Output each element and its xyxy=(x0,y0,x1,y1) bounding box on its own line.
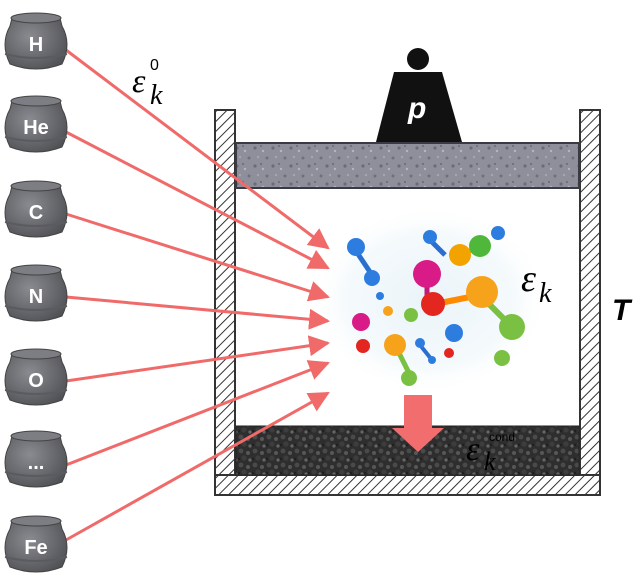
molecule-atom xyxy=(384,334,406,356)
molecule-atom xyxy=(413,260,441,288)
piston xyxy=(235,142,580,189)
element-pots: H HeC N O... Fe xyxy=(4,12,68,573)
molecule-atom xyxy=(383,306,393,316)
molecule-atom xyxy=(356,339,370,353)
svg-text:k: k xyxy=(484,447,496,476)
molecule-atom xyxy=(364,270,380,286)
element-symbol: N xyxy=(29,286,43,308)
input-arrow xyxy=(65,360,330,467)
svg-text:0: 0 xyxy=(150,57,159,74)
input-arrow xyxy=(65,391,330,542)
molecule-atom xyxy=(469,235,491,257)
svg-text:ε: ε xyxy=(466,431,480,468)
pot-band xyxy=(4,53,68,59)
molecules xyxy=(347,226,525,386)
molecule-atom xyxy=(466,276,498,308)
molecule-atom xyxy=(428,356,436,364)
element-symbol: ... xyxy=(28,452,45,474)
weight: p xyxy=(376,48,462,142)
input-arrow xyxy=(65,130,330,270)
pressure-label: p xyxy=(407,92,426,125)
weight-knob xyxy=(407,48,429,70)
pot-band xyxy=(4,221,68,227)
element-symbol: O xyxy=(28,370,44,392)
input-arrow xyxy=(65,335,331,383)
molecule-atom xyxy=(401,370,417,386)
svg-text:cond: cond xyxy=(489,430,515,444)
container-bottom-wall xyxy=(214,474,601,496)
element-symbol: He xyxy=(23,117,49,139)
input-arrow xyxy=(65,295,331,330)
pot-band xyxy=(4,136,68,142)
element-symbol: C xyxy=(29,202,43,224)
epsilon-gas-label: ε k xyxy=(521,258,552,309)
element-pot: Fe xyxy=(4,515,68,573)
element-symbol: Fe xyxy=(24,537,47,559)
svg-text:ε: ε xyxy=(521,258,536,300)
molecule-atom xyxy=(444,348,454,358)
epsilon-initial-label: ε k 0 xyxy=(132,57,163,111)
molecule-atom xyxy=(499,314,525,340)
svg-text:k: k xyxy=(539,278,552,309)
svg-text:ε: ε xyxy=(132,63,146,100)
element-pot: C xyxy=(4,180,68,238)
element-pot: N xyxy=(4,264,68,322)
molecule-atom xyxy=(491,226,505,240)
element-pot: He xyxy=(4,95,68,153)
condensation-arrow xyxy=(392,395,444,452)
container-right-wall xyxy=(579,109,601,496)
svg-text:k: k xyxy=(150,80,163,111)
input-arrow xyxy=(65,48,330,250)
molecule-atom xyxy=(423,230,437,244)
molecule-atom xyxy=(415,338,425,348)
pot-rim xyxy=(10,348,62,360)
input-arrows xyxy=(65,48,331,542)
molecule-atom xyxy=(347,238,365,256)
pot-rim xyxy=(10,180,62,192)
pot-band xyxy=(4,389,68,395)
molecule-atom xyxy=(449,244,471,266)
pot-band xyxy=(4,556,68,562)
molecule-atom xyxy=(494,350,510,366)
element-pot: H xyxy=(4,12,68,70)
element-pot: ... xyxy=(4,430,68,488)
molecule-atom xyxy=(421,292,445,316)
molecule-atom xyxy=(404,308,418,322)
element-pot: O xyxy=(4,348,68,406)
pot-band xyxy=(4,305,68,311)
molecule-atom xyxy=(445,324,463,342)
pot-rim xyxy=(10,95,62,107)
pot-rim xyxy=(10,264,62,276)
pot-rim xyxy=(10,430,62,442)
weight-body xyxy=(376,72,462,142)
element-symbol: H xyxy=(29,34,43,56)
input-arrow xyxy=(65,212,331,302)
molecule-atom xyxy=(376,292,384,300)
pot-rim xyxy=(10,515,62,527)
molecule-atom xyxy=(352,313,370,331)
pot-band xyxy=(4,471,68,477)
pot-rim xyxy=(10,12,62,24)
epsilon-condensed-label: ε k cond xyxy=(466,430,515,476)
temperature-label: T xyxy=(612,294,633,327)
container-left-wall xyxy=(214,109,236,496)
